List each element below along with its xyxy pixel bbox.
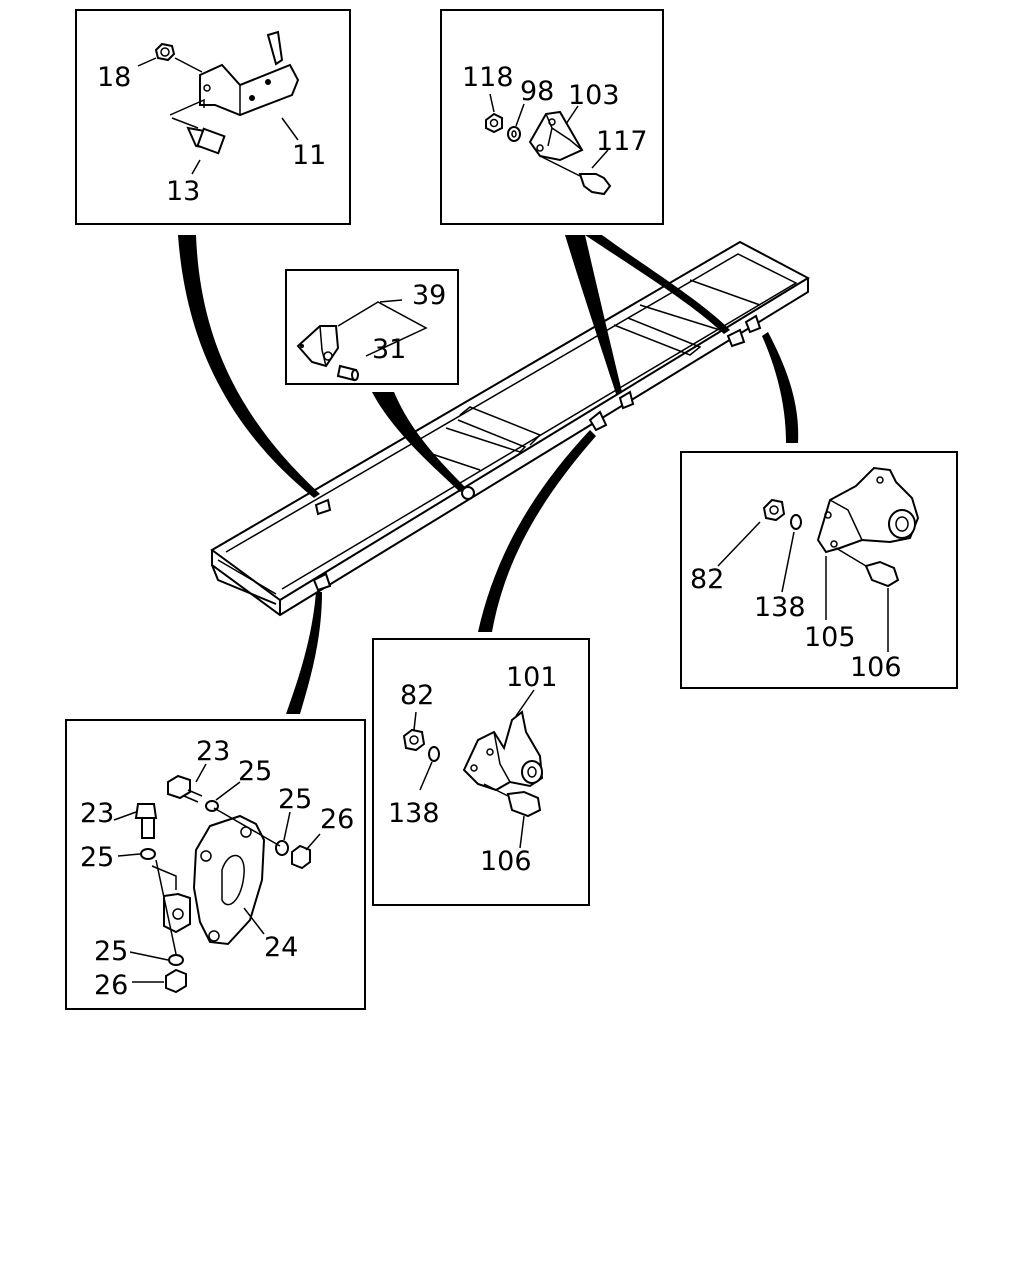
panel-top-right: 118 98 103 117 xyxy=(440,9,664,225)
label-25-left: 25 xyxy=(80,842,114,873)
bolt-part-13 xyxy=(169,98,226,155)
label-82-center: 82 xyxy=(400,680,434,711)
label-82-right: 82 xyxy=(690,564,724,595)
bolt-part-106-right xyxy=(835,547,900,588)
label-106-right: 106 xyxy=(850,652,902,683)
callout-pointers xyxy=(178,235,799,714)
mount-part-105 xyxy=(816,466,920,554)
pointer-right xyxy=(762,332,799,443)
panel-bottom-left: 23 25 23 25 26 25 24 25 26 xyxy=(65,719,366,1010)
nut-part-82-right xyxy=(762,498,786,522)
pointer-center-bottom xyxy=(478,430,596,632)
washer-part-138-center xyxy=(428,746,440,762)
label-13: 13 xyxy=(166,176,200,207)
label-26-bottom: 26 xyxy=(94,970,128,1001)
washer-part-25-c xyxy=(140,848,156,860)
pointer-top-right-b xyxy=(585,235,730,334)
label-25-upper: 25 xyxy=(238,756,272,787)
label-24: 24 xyxy=(264,932,298,963)
panel-middle-small: 39 31 xyxy=(285,269,459,385)
label-26-right: 26 xyxy=(320,804,354,835)
label-103: 103 xyxy=(568,80,620,111)
bolt-part-23-left xyxy=(134,803,158,839)
label-106-center: 106 xyxy=(480,846,532,877)
pin-part-31 xyxy=(336,364,359,382)
label-39: 39 xyxy=(412,280,446,311)
pointer-middle-small xyxy=(372,392,466,492)
label-31: 31 xyxy=(372,334,406,365)
panel-top-left: 18 11 13 xyxy=(75,9,351,225)
label-11: 11 xyxy=(292,140,326,171)
panel-right: 82 138 105 106 xyxy=(680,451,958,689)
nut-part-118 xyxy=(485,112,503,134)
bolt-part-117 xyxy=(539,155,612,196)
nut-part-26-right xyxy=(291,844,311,870)
label-138-right: 138 xyxy=(754,592,806,623)
nut-part-26-bottom xyxy=(165,968,187,994)
nut-part-18 xyxy=(154,42,203,73)
washer-part-25-b xyxy=(275,840,289,856)
label-23-upper: 23 xyxy=(196,736,230,767)
label-101: 101 xyxy=(506,662,558,693)
pointer-bottom-left xyxy=(286,592,322,714)
pointer-top-left xyxy=(178,235,320,498)
label-118: 118 xyxy=(462,62,514,93)
label-105: 105 xyxy=(804,622,856,653)
bracket-part-11 xyxy=(199,30,300,117)
mount-part-101 xyxy=(462,710,544,792)
label-25-right: 25 xyxy=(278,784,312,815)
washer-part-98 xyxy=(507,126,521,142)
label-18: 18 xyxy=(97,62,131,93)
washer-part-138-right xyxy=(790,514,802,530)
label-138-center: 138 xyxy=(388,798,440,829)
bolt-part-106-center xyxy=(483,783,542,818)
pointer-top-right-a xyxy=(565,235,622,394)
bracket-part-39 xyxy=(296,325,340,368)
washer-part-25-d xyxy=(168,954,184,966)
bolt-part-23-upper xyxy=(167,774,203,803)
label-117: 117 xyxy=(596,126,648,157)
label-23-left: 23 xyxy=(80,798,114,829)
nut-part-82-center xyxy=(402,728,426,752)
small-bracket xyxy=(151,865,191,934)
label-98: 98 xyxy=(520,76,554,107)
panel-center-bottom: 82 101 138 106 xyxy=(372,638,590,906)
label-25-bottom: 25 xyxy=(94,936,128,967)
